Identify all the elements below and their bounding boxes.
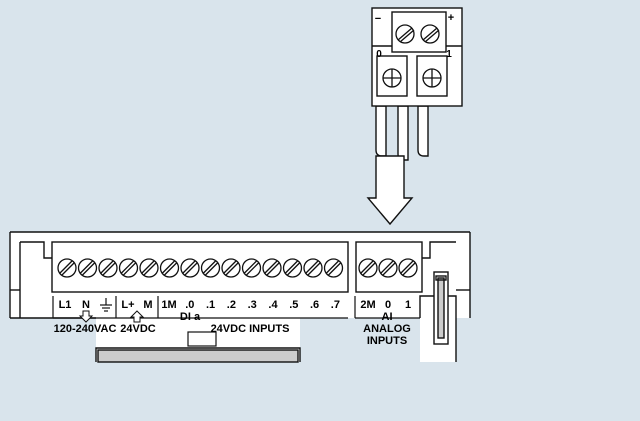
clamp-box-left bbox=[376, 55, 408, 97]
analog-label: 1 bbox=[405, 299, 411, 311]
input-label: .5 bbox=[289, 299, 298, 311]
screw-icon bbox=[378, 258, 398, 278]
input-label: .6 bbox=[310, 299, 319, 311]
screw-icon bbox=[422, 68, 442, 88]
screw-icon bbox=[118, 258, 139, 278]
up-arrow-icon bbox=[129, 310, 145, 323]
analog-labels: 2M 0 1 bbox=[360, 299, 411, 311]
input-label: .1 bbox=[206, 299, 215, 311]
screw-icon bbox=[221, 258, 241, 278]
insert-arrow-icon bbox=[366, 155, 414, 226]
screw-icon bbox=[57, 258, 77, 278]
analog-caption-line2: INPUTS bbox=[367, 335, 407, 347]
sensor-caption: 24VDC bbox=[120, 323, 156, 335]
screw-icon bbox=[303, 258, 323, 278]
sensor-label-m: M bbox=[143, 299, 152, 311]
screw-icon bbox=[139, 258, 159, 278]
screw-icon bbox=[241, 258, 262, 278]
input-label: .7 bbox=[331, 299, 340, 311]
screw-icon bbox=[77, 258, 98, 278]
screw-icon bbox=[180, 258, 200, 278]
input-label: .4 bbox=[268, 299, 278, 311]
label-dividers bbox=[52, 296, 420, 347]
screw-icon bbox=[282, 258, 303, 278]
input-labels: 1M .0 .1 .2 .3 .4 .5 .6 .7 bbox=[161, 299, 340, 311]
connector-terminal-1-label: 1 bbox=[446, 49, 452, 60]
screw-icon bbox=[398, 258, 418, 278]
input-label: .2 bbox=[227, 299, 236, 311]
input-caption: 24VDC INPUTS bbox=[211, 323, 290, 335]
analog-group-label: AI bbox=[382, 311, 393, 323]
analog-caption-line1: ANALOG bbox=[363, 323, 411, 335]
screw-icon bbox=[200, 258, 221, 278]
input-label: .3 bbox=[248, 299, 257, 311]
ground-icon bbox=[100, 298, 112, 312]
sensor-label-lplus: L+ bbox=[121, 299, 134, 311]
screw-icon bbox=[262, 258, 282, 278]
input-label: .0 bbox=[185, 299, 194, 311]
power-label-l1: L1 bbox=[59, 299, 72, 311]
power-caption: 120-240VAC bbox=[54, 323, 117, 335]
connector-minus-label: − bbox=[375, 13, 381, 25]
screw-icon bbox=[98, 258, 118, 278]
screw-icon bbox=[323, 258, 344, 278]
analog-label: 0 bbox=[385, 299, 391, 311]
connector-plus-label: + bbox=[448, 12, 454, 24]
screw-icon bbox=[420, 24, 440, 44]
screw-icon bbox=[395, 24, 415, 44]
screw-icon bbox=[159, 258, 180, 278]
connector-leg bbox=[417, 105, 429, 157]
screw-icon bbox=[358, 258, 378, 278]
connector-terminal-0-label: 0 bbox=[376, 49, 382, 60]
power-label-n: N bbox=[82, 299, 90, 311]
down-arrow-icon bbox=[78, 310, 94, 323]
input-group-label: DI a bbox=[180, 311, 201, 323]
analog-screw-row bbox=[358, 258, 418, 278]
connector-leg bbox=[397, 105, 409, 161]
terminal-screw-row bbox=[57, 258, 344, 278]
analog-label: 2M bbox=[360, 299, 375, 311]
screw-icon bbox=[382, 68, 402, 88]
input-label: 1M bbox=[161, 299, 176, 311]
connector-leg bbox=[375, 105, 387, 157]
